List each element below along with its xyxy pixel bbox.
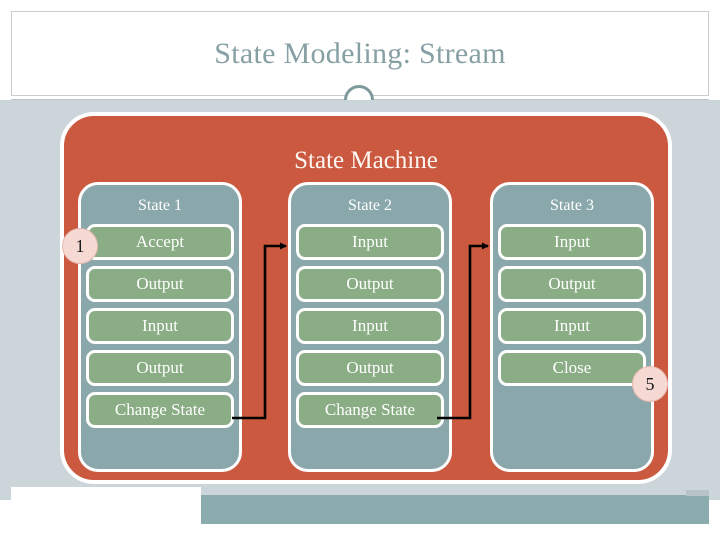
state-row[interactable]: Output: [296, 350, 444, 386]
state-column-1-header: State 1: [138, 197, 182, 214]
title-band-frame: [11, 11, 709, 96]
state-row[interactable]: Output: [86, 266, 234, 302]
state-row[interactable]: Output: [498, 266, 646, 302]
state-machine-title: State Machine: [294, 147, 438, 174]
state-row[interactable]: Input: [498, 224, 646, 260]
state-row[interactable]: Output: [86, 350, 234, 386]
state-row[interactable]: Input: [498, 308, 646, 344]
state-row[interactable]: Input: [296, 224, 444, 260]
state-row[interactable]: Close: [498, 350, 646, 386]
page-title: State Modeling: Stream: [214, 37, 506, 70]
title-band: State Modeling: Stream: [0, 0, 720, 100]
state-column-3-header: State 3: [550, 197, 594, 214]
state-row[interactable]: Change State: [296, 392, 444, 428]
state-column-1[interactable]: State 1 Accept Output Input Output Chang…: [78, 182, 242, 472]
state-row[interactable]: Accept: [86, 224, 234, 260]
state-row[interactable]: Input: [86, 308, 234, 344]
logo-plate: leviathan security group: [11, 487, 201, 534]
state-column-2[interactable]: State 2 Input Output Input Output Change…: [288, 182, 452, 472]
state-column-2-rows: Input Output Input Output Change State: [296, 224, 444, 434]
footer-bar-cap: [686, 490, 709, 496]
state-column-2-header: State 2: [348, 197, 392, 214]
state-row[interactable]: Input: [296, 308, 444, 344]
state-column-3[interactable]: State 3 Input Output Input Close: [490, 182, 654, 472]
state-column-3-rows: Input Output Input Close: [498, 224, 646, 392]
step-badge-1: 1: [62, 228, 98, 264]
state-column-1-rows: Accept Output Input Output Change State: [86, 224, 234, 434]
state-row[interactable]: Output: [296, 266, 444, 302]
step-badge-5: 5: [632, 366, 668, 402]
state-row[interactable]: Change State: [86, 392, 234, 428]
